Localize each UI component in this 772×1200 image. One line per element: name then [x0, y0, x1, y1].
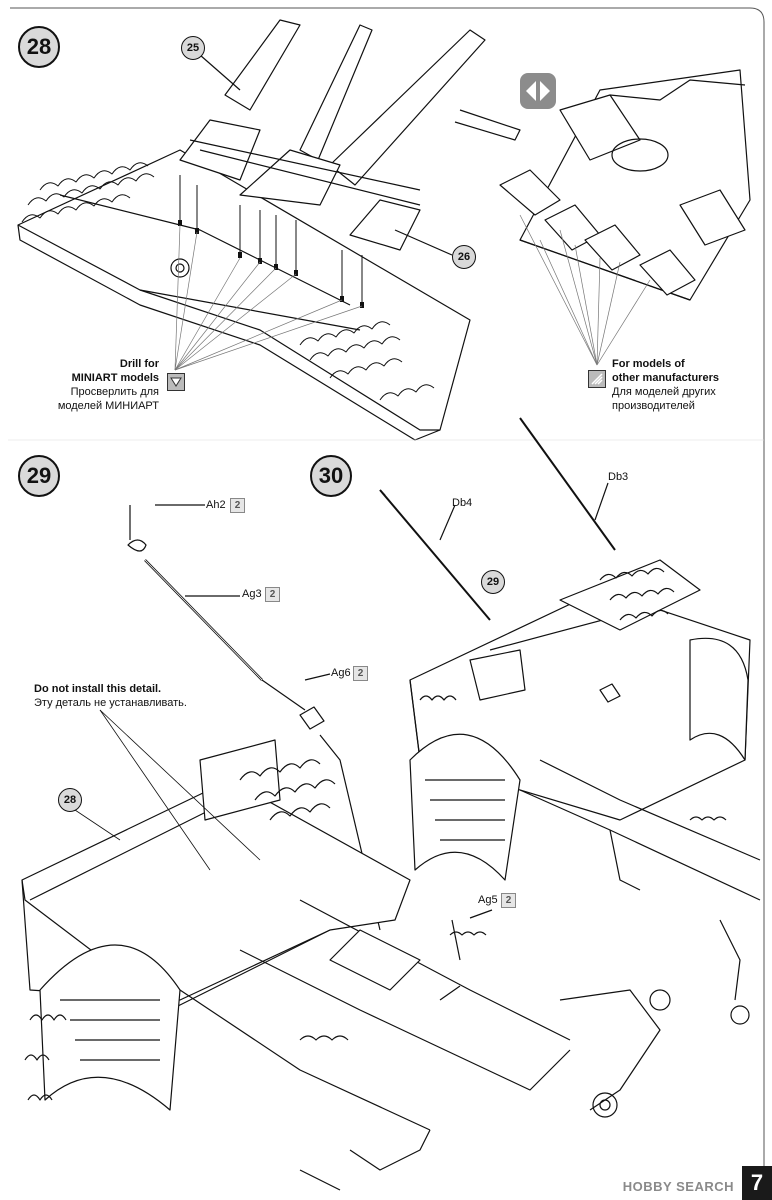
part-label-ah2: Ah2 [206, 499, 226, 511]
step-number-28: 28 [18, 26, 60, 68]
part-label-ag6: Ag6 [331, 667, 351, 679]
drill-note-en-1: Drill for [119, 358, 159, 370]
part-label-ag3: Ag3 [242, 588, 262, 600]
part-qty-ag3: 2 [265, 587, 280, 602]
other-note-ru-2: производителей [612, 400, 695, 412]
cut-icon [588, 370, 606, 388]
other-note-en-1: For models of [612, 358, 685, 370]
part-label-db3: Db3 [608, 471, 629, 483]
part-qty-ah2: 2 [230, 498, 245, 513]
do-not-install-note: Do not install this detail. Эту деталь н… [34, 682, 234, 710]
part-label-db4: Db4 [452, 497, 473, 509]
callout-step-26: 26 [452, 245, 476, 269]
part-qty-ag6: 2 [353, 666, 368, 681]
drill-icon [167, 373, 185, 391]
drill-note: Drill for MINIART models Просверлить для… [24, 357, 159, 413]
other-note-en-2: other manufacturers [612, 372, 719, 384]
hobby-search-watermark: HOBBY SEARCH [622, 1179, 734, 1194]
other-manufacturers-note: For models of other manufacturers Для мо… [612, 357, 762, 413]
drill-note-en-2: MINIART models [71, 372, 159, 384]
step-number-30: 30 [310, 455, 352, 497]
do-not-install-en: Do not install this detail. [34, 683, 162, 695]
page-number: 7 [742, 1166, 772, 1200]
part-label-ag5: Ag5 [478, 894, 498, 906]
callout-step-29: 29 [481, 570, 505, 594]
do-not-install-ru: Эту деталь не устанавливать. [34, 697, 187, 709]
replace-arrows-icon [520, 73, 556, 109]
step-number-29: 29 [18, 455, 60, 497]
other-note-ru-1: Для моделей других [612, 386, 716, 398]
drill-note-ru-2: моделей МИНИАРТ [57, 400, 159, 412]
part-qty-ag5: 2 [501, 893, 516, 908]
callout-step-25: 25 [181, 36, 205, 60]
callout-step-28: 28 [58, 788, 82, 812]
drill-note-ru-1: Просверлить для [70, 386, 159, 398]
